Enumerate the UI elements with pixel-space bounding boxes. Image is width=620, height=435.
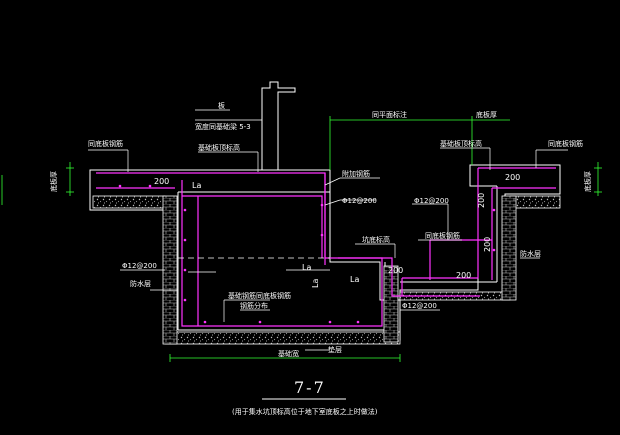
gravel-left-top (92, 195, 166, 209)
right-slab-level: 基础板顶标高 (440, 139, 482, 148)
dimension-lines (66, 116, 602, 362)
rebar-left-top: Φ12@200 (342, 197, 377, 205)
anchor-2: La (302, 263, 311, 272)
bottom-width-1: 基础宽 (278, 349, 299, 358)
bottom-note-2: 钢筋分布 (240, 301, 268, 310)
left-dim-label: 底板厚 (49, 171, 58, 192)
rebar-left-mid: Φ12@200 (122, 262, 157, 270)
dim-200-e: 200 (388, 266, 403, 275)
right-dim-label: 底板厚 (583, 171, 592, 192)
gravel-bottom (164, 331, 401, 345)
left-top-label: 同底板钢筋 (88, 139, 123, 148)
section-note: (用于集水坑顶标高位于地下室底板之上时做法) (232, 407, 378, 416)
brick-wall-step (383, 265, 399, 343)
pit-right-label: 底板厚 (476, 110, 497, 119)
anchor-3: La (350, 275, 359, 284)
anchor-4: La (311, 279, 320, 288)
dim-200-f: 200 (456, 271, 471, 280)
rebar-dots (118, 184, 496, 324)
section-title: 7-7 (294, 378, 326, 397)
anchor-1: La (192, 181, 201, 190)
waterproof-left: 防水层 (130, 279, 151, 288)
pit-span-label: 同平面标注 (372, 110, 407, 119)
top-note-1: 板 (218, 101, 225, 110)
gravel-layers (92, 195, 561, 345)
leader-lines (88, 109, 568, 351)
pit-bottom-level: 坑底标高 (362, 235, 390, 244)
waterproof-right: 防水层 (520, 249, 541, 258)
bottom-note-1: 基础钢筋同底板钢筋 (228, 291, 291, 300)
rebar-bottom: Φ12@200 (402, 302, 437, 310)
brick-wall-right (501, 195, 517, 301)
rebar-right-a: Φ12@200 (414, 197, 449, 205)
dim-200-c: 200 (477, 193, 486, 208)
section-title-group: 7-7 (用于集水坑顶标高位于地下室底板之上时做法) (232, 378, 378, 416)
right-top-label: 同底板钢筋 (548, 139, 583, 148)
top-note-2: 宽度同基础梁 5-3 (195, 122, 251, 131)
annotation-text: 板 宽度同基础梁 5-3 基础板顶标高 同底板钢筋 同底板钢筋 基础板顶标高 同… (49, 101, 592, 358)
gravel-right-top (509, 195, 561, 209)
dim-200-d: 200 (483, 237, 492, 252)
right-pad-label: 同底板钢筋 (425, 231, 460, 240)
brick-wall-left (162, 195, 178, 345)
dim-200-b: 200 (505, 173, 520, 182)
dim-200-a: 200 (154, 177, 169, 186)
slab-level-label: 基础板顶标高 (198, 143, 240, 152)
bottom-width-2: 垫层 (328, 345, 342, 354)
lap-note: 附加钢筋 (342, 169, 370, 178)
